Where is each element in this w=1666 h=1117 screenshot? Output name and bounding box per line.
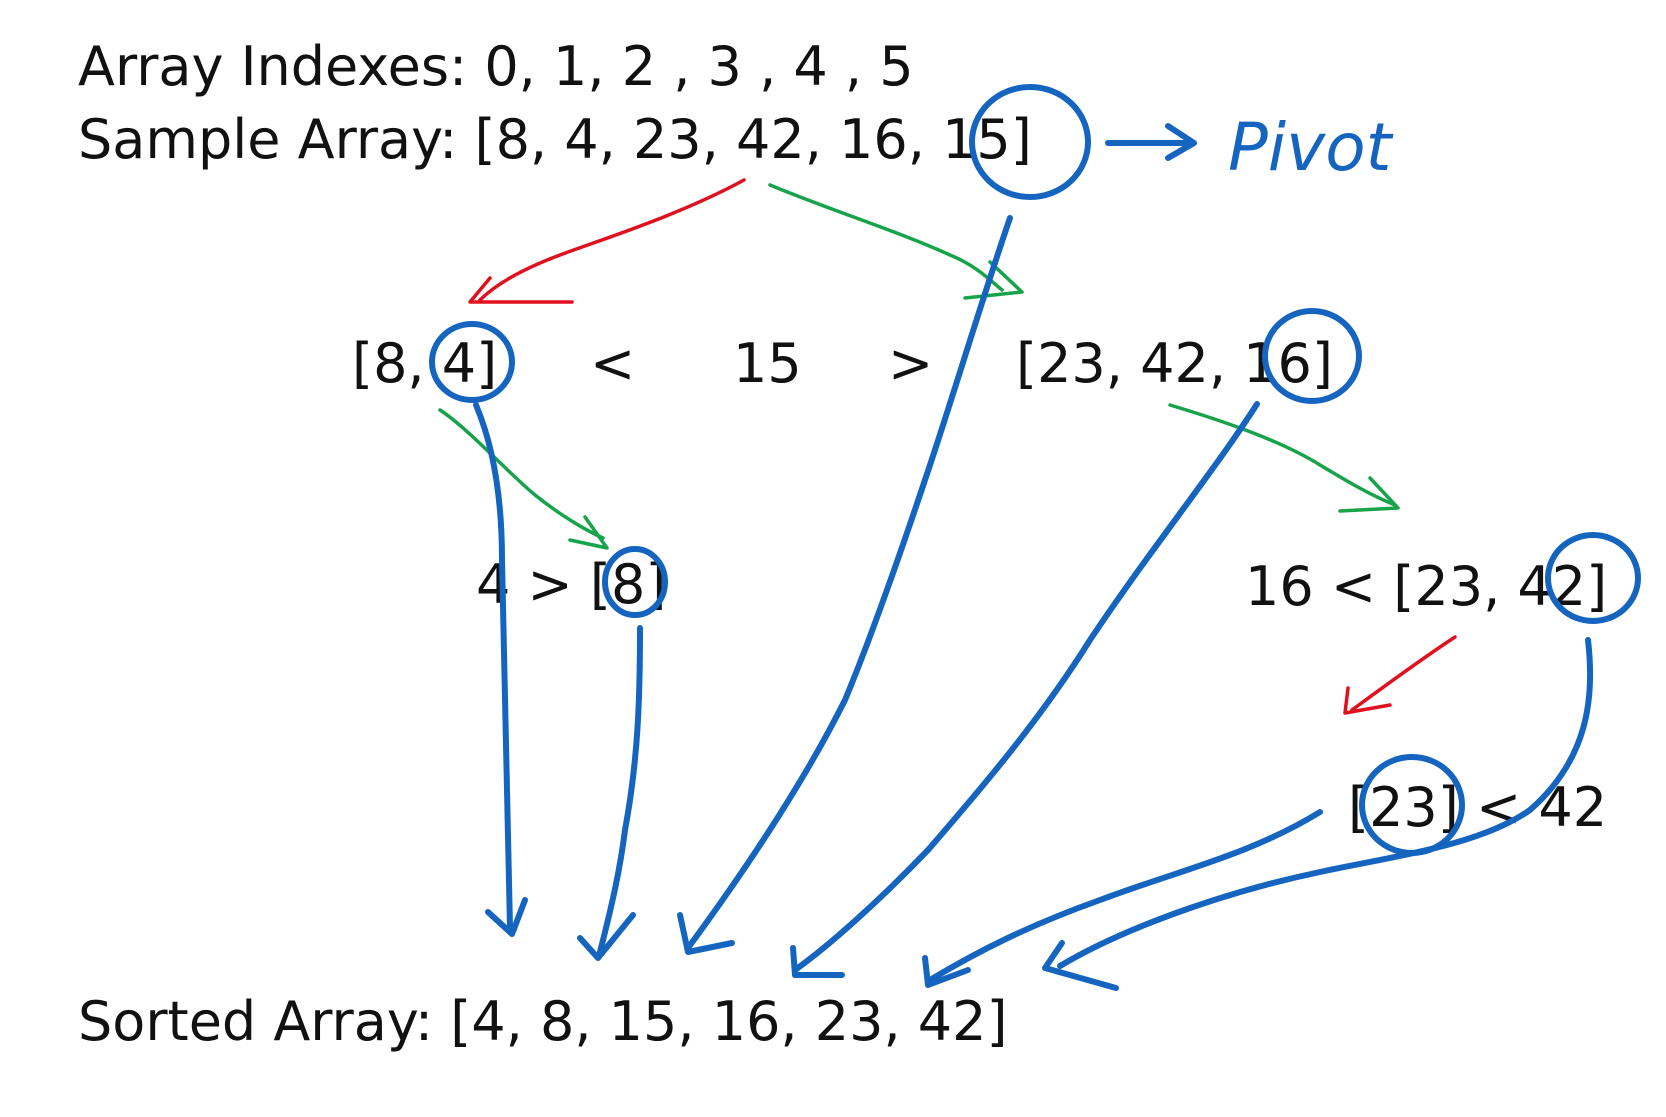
- pivot-label: Pivot: [1228, 109, 1394, 186]
- arrow-42-to-sorted-head: [1042, 940, 1119, 991]
- arrow-42-to-sorted: [1057, 637, 1594, 969]
- array-indexes-line: Array Indexes: 0, 1, 2 , 3 , 4 , 5: [78, 35, 914, 98]
- pivot-arrow-head: [1165, 123, 1197, 161]
- arrow-16-to-sorted: [792, 401, 1260, 973]
- arrow-23-to-sorted: [927, 809, 1323, 983]
- arrow-4-to-sorted-head: [485, 897, 528, 937]
- less-than-arrow-top-head: [468, 276, 574, 304]
- arrow-8-to-sorted: [597, 625, 643, 955]
- less-than-arrow-bottom-head: [1343, 686, 1392, 715]
- pivot-circle-15: [969, 84, 1091, 200]
- arrow-16-to-sorted-head: [790, 945, 845, 978]
- less-than-arrow-bottom: [1350, 635, 1457, 712]
- pivot-circle-4: [429, 321, 515, 403]
- left-step: 4 > [8]: [476, 553, 666, 616]
- greater-than-arrow-right: [1168, 403, 1397, 507]
- sample-array-line: Sample Array: [8, 4, 23, 42, 16, 15]: [78, 108, 1032, 171]
- arrow-23-to-sorted-head: [922, 955, 971, 988]
- final-step: [23] < 42: [1348, 776, 1607, 839]
- pivot-circle-42: [1545, 532, 1641, 624]
- arrow-8-to-sorted-head: [577, 912, 636, 961]
- arrow-4-to-sorted: [473, 402, 513, 931]
- pivot-circle-8: [602, 546, 668, 618]
- greater-than-arrow-top: [768, 183, 1004, 292]
- greater-than-arrow-right-head: [1338, 476, 1400, 513]
- right-partition: [23, 42, 16]: [1016, 332, 1333, 395]
- less-than-arrow-top: [478, 178, 746, 302]
- root-pivot-15: 15: [733, 332, 802, 395]
- greater-than-arrow-left-head: [568, 515, 609, 550]
- arrow-15-to-sorted-head: [677, 912, 735, 955]
- greater-than-arrow-left: [438, 408, 605, 540]
- sorted-array-line: Sorted Array: [4, 8, 15, 16, 23, 42]: [78, 990, 1008, 1053]
- left-partition: [8, 4]: [352, 332, 497, 395]
- arrow-15-to-sorted: [685, 215, 1013, 951]
- pivot-circle-16: [1262, 308, 1362, 404]
- less-than-sign-1: <: [590, 332, 635, 395]
- greater-than-sign-1: >: [888, 332, 933, 395]
